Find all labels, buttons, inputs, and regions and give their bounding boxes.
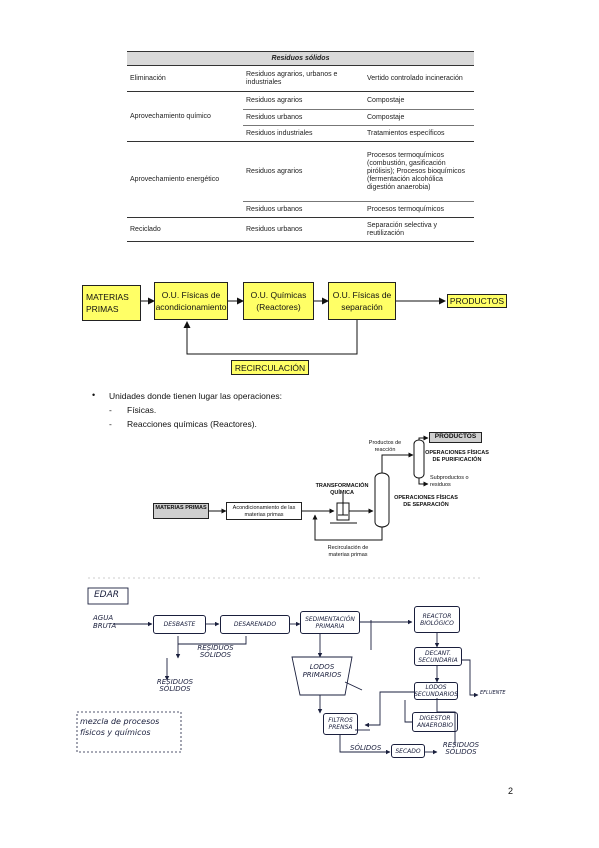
lodos-primarios-label: LODOS PRIMARIOS: [302, 663, 342, 679]
table-cell: Eliminación: [127, 65, 243, 92]
table-cell: Procesos termoquímicos (combustión, gasi…: [364, 141, 474, 202]
table-cell: Separación selectiva y reutilización: [364, 217, 474, 242]
recirculacion-label: RECIRCULACIÓN: [234, 362, 306, 373]
materias-primas-label: MATERIAS PRIMAS: [86, 292, 129, 314]
edar-label: EDAR: [94, 590, 120, 600]
lodos-secundarios-box: LODOS SECUNDARIOS: [414, 682, 458, 700]
reactor-biologico-box: REACTOR BIOLÓGICO: [414, 606, 460, 633]
ou-fisicas-acondicionamiento-label: O.U. Físicas de acondicionamiento: [155, 290, 227, 312]
table-cell: Aprovechamiento químico: [127, 91, 243, 142]
recirculacion-box: RECIRCULACIÓN: [231, 360, 309, 375]
pd-acondicionamiento-box: Acondicionamiento de las materias primas: [226, 502, 302, 520]
block-diagram-connectors: [141, 297, 446, 355]
table-cell: Residuos urbanos: [243, 217, 364, 242]
ou-fisicas-acondicionamiento-box: O.U. Físicas de acondicionamiento: [154, 282, 228, 320]
desbaste-box: DESBASTE: [153, 615, 206, 634]
bullet-sub: Reacciones químicas (Reactores).: [127, 419, 257, 429]
pd-productos-box: PRODUCTOS: [429, 432, 482, 443]
table-cell: Compostaje: [364, 109, 474, 126]
decant-secundaria-box: DECANT. SECUNDARIA: [414, 647, 462, 666]
table-cell: Tratamientos específicos: [364, 125, 474, 142]
pd-purificacion-label: OPERACIONES FÍSICAS DE PURIFICACIÓN: [425, 450, 489, 463]
sedimentacion-box: SEDIMENTACIÓN PRIMARIA: [300, 611, 360, 634]
table-cell: Compostaje: [364, 91, 474, 110]
productos-label: PRODUCTOS: [449, 296, 505, 306]
table-cell: Aprovechamiento energético: [127, 141, 243, 218]
table-header: Residuos sólidos: [127, 51, 474, 66]
desarenado-box: DESARENADO: [220, 615, 290, 634]
dash-icon: -: [109, 405, 112, 415]
residuos-solidos-label: RESIDUOS SÓLIDOS: [156, 678, 194, 693]
pd-materias-primas-label: MATERIAS PRIMAS: [155, 505, 207, 511]
table-cell: Vertido controlado incineración: [364, 65, 474, 92]
ou-quimicas-label: O.U. Químicas (Reactores): [250, 290, 307, 312]
table-cell: Residuos urbanos: [243, 201, 364, 218]
pd-transformacion-label: TRANSFORMACIÓN QUÍMICA: [315, 483, 369, 496]
table-cell: Residuos agrarios, urbanos e industriale…: [243, 65, 364, 92]
agua-bruta-label: AGUA BRUTA: [93, 614, 117, 630]
dash-icon: -: [109, 419, 112, 429]
materias-primas-box: MATERIAS PRIMAS: [82, 285, 141, 321]
table-cell: Residuos urbanos: [243, 109, 364, 126]
pd-acondicionamiento-label: Acondicionamiento de las materias primas: [232, 505, 296, 518]
mezcla-note: mezcla de procesos físicos y químicos: [80, 717, 160, 737]
pd-materias-primas-box: MATERIAS PRIMAS: [153, 503, 209, 519]
residuos-solidos-label: RESIDUOS SÓLIDOS: [197, 644, 234, 659]
digestor-anaerobio-box: DIGESTOR ANAEROBIO: [412, 712, 458, 732]
bullet-sub: Físicas.: [127, 405, 157, 415]
pd-subproductos-label: Subproductos o residuos: [430, 475, 469, 488]
table-cell: Residuos agrarios: [243, 141, 364, 202]
residuos-solidos-label: RESIDUOS SÓLIDOS: [442, 741, 480, 756]
ou-fisicas-separacion-label: O.U. Físicas de separación: [332, 290, 392, 312]
table-cell: Residuos agrarios: [243, 91, 364, 110]
efluente-label: EFLUENTE: [480, 690, 506, 696]
process-diagram-lines: [209, 435, 429, 541]
bullet-main: Unidades donde tienen lugar las operacio…: [109, 391, 282, 401]
pd-recirculacion-label: Recirculación de materias primas: [327, 545, 369, 558]
bullet-icon: •: [92, 390, 96, 400]
productos-box: PRODUCTOS: [447, 294, 507, 308]
table-cell: Procesos termoquímicos: [364, 201, 474, 218]
ou-quimicas-box: O.U. Químicas (Reactores): [243, 282, 314, 320]
pd-productos-reaccion-label: Productos de reacción: [368, 440, 402, 453]
table-cell: Residuos industriales: [243, 125, 364, 142]
page-number: 2: [508, 786, 514, 796]
solidos-label: SÓLIDOS: [350, 744, 382, 752]
pd-productos-label: PRODUCTOS: [434, 433, 477, 440]
filtros-prensa-box: FILTROS PRENSA: [323, 713, 358, 735]
ou-fisicas-separacion-box: O.U. Físicas de separación: [328, 282, 396, 320]
pd-separacion-label: OPERACIONES FÍSICAS DE SEPARACIÓN: [394, 495, 458, 508]
residuos-table: Residuos sólidos Eliminación Residuos ag…: [127, 51, 474, 242]
table-cell: Reciclado: [127, 217, 243, 242]
secado-box: SECADO: [391, 744, 425, 758]
